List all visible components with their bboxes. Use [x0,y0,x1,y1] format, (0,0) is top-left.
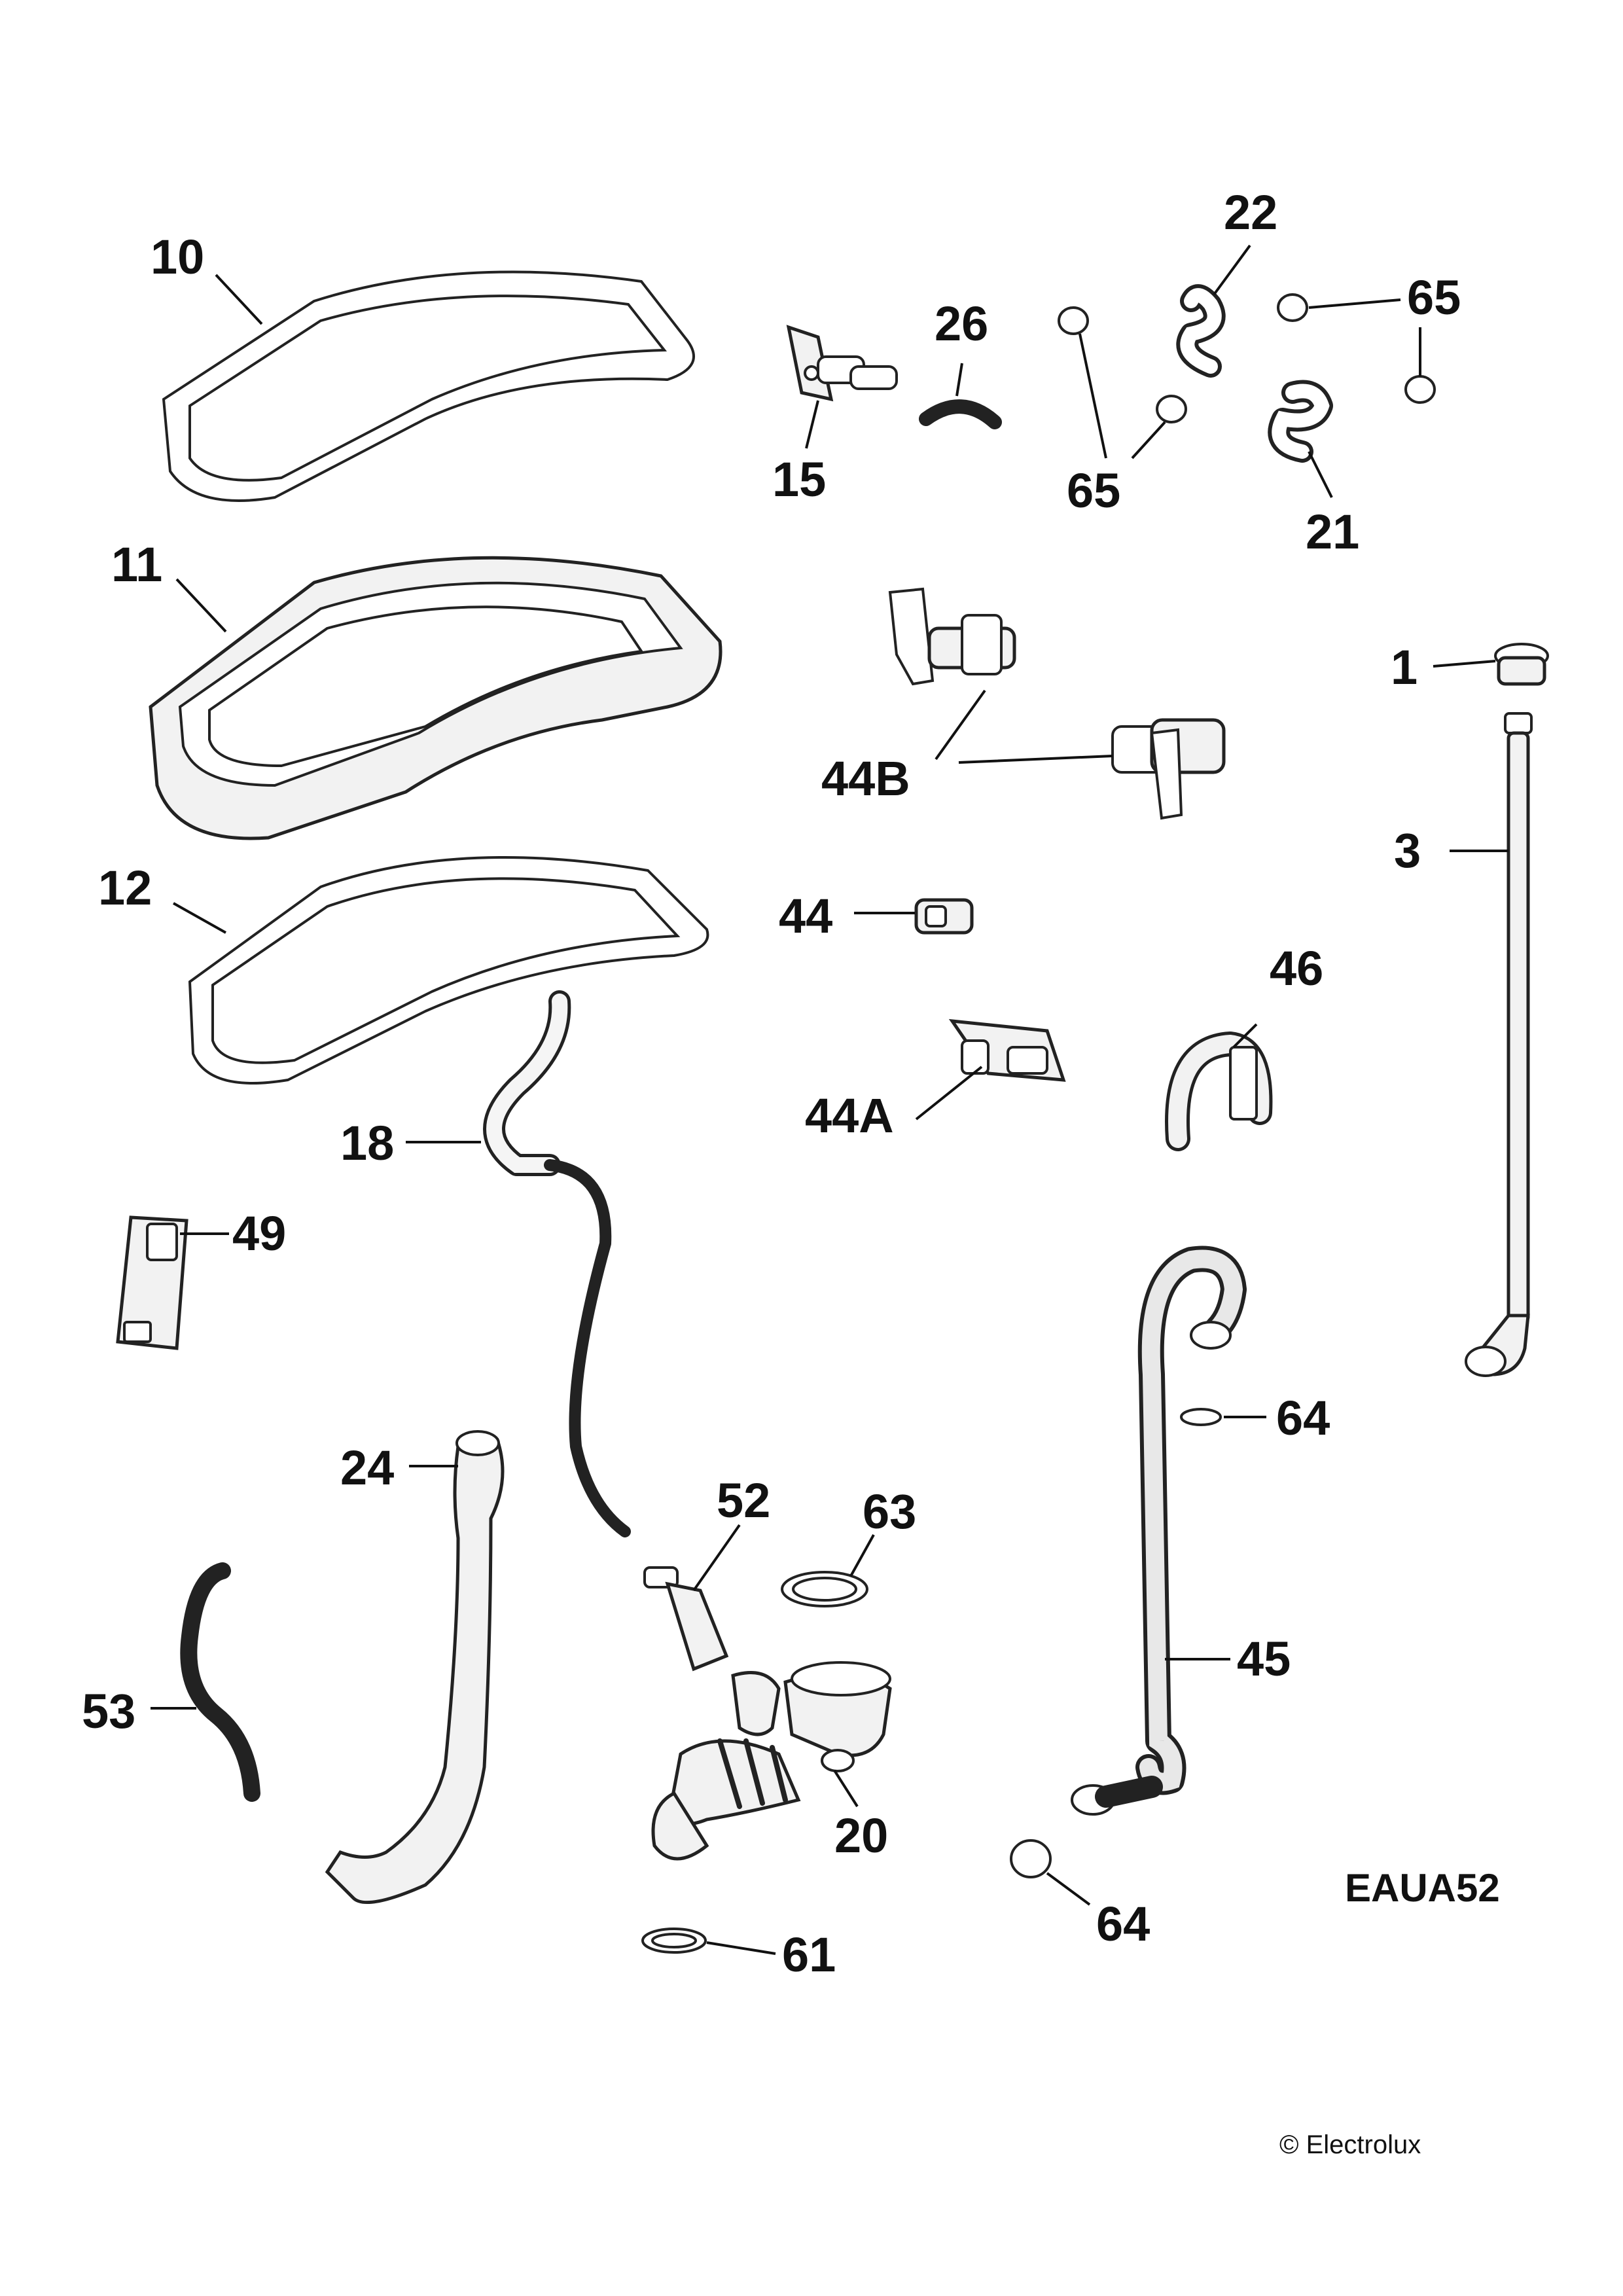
label-21: 21 [1306,505,1359,559]
leader-20 [833,1769,859,1808]
label-44B: 44B [821,751,910,806]
label-15: 15 [772,452,826,507]
label-53: 53 [82,1684,135,1738]
label-12: 12 [98,861,152,915]
leader-44A [915,1066,983,1121]
label-20: 20 [834,1808,888,1863]
part-44B-clips [888,587,1226,820]
part-65-clamps [1058,293,1436,423]
label-1: 1 [1391,640,1418,694]
part-18-hose [483,990,631,1537]
label-26: 26 [935,296,988,351]
part-49-bracket [116,1215,188,1350]
part-52-fitting [643,1566,729,1672]
label-11: 11 [111,537,162,592]
label-65-b: 65 [1407,270,1461,325]
part-44-clip [914,898,974,935]
leader-22 [1213,244,1251,296]
part-46-bracket [1165,1031,1273,1151]
leader-12 [173,902,226,934]
part-61-clamp [641,1928,707,1954]
part-21-hose [1268,380,1333,463]
label-18: 18 [340,1116,394,1170]
label-49: 49 [232,1206,286,1261]
leader-64b [1046,1872,1091,1906]
leader-46 [1232,1023,1258,1049]
label-46: 46 [1270,941,1323,996]
label-52: 52 [717,1473,770,1528]
part-44A-clip [948,1018,1066,1082]
leader-11 [175,578,227,633]
part-20-sump-hose [651,1661,892,1861]
label-44: 44 [779,889,832,943]
part-1-cap [1494,643,1549,686]
label-65-a: 65 [1067,463,1120,518]
label-45: 45 [1237,1632,1291,1686]
part-3-rod [1465,712,1533,1377]
label-24: 24 [340,1441,394,1495]
leader-26 [955,363,963,397]
leader-61 [706,1941,776,1955]
label-22: 22 [1224,185,1277,240]
part-22-hose [1176,284,1226,378]
leader-52 [692,1524,741,1592]
part-15-valve [786,325,898,402]
leader-63 [849,1534,875,1577]
part-26-hose [919,399,1002,429]
part-11-door-seal [149,556,722,840]
part-64-clamps [1010,1408,1222,1878]
leader-15 [805,400,819,449]
label-61: 61 [782,1928,836,1982]
part-12-seal-frame [188,856,709,1085]
drawing-code: EAUA52 [1345,1866,1500,1910]
part-24-duct [325,1430,505,1905]
label-44A: 44A [805,1088,894,1143]
leader-10 [215,274,263,325]
part-63-clamp [781,1571,868,1607]
label-64-b: 64 [1096,1897,1150,1951]
leader-65c [1308,298,1401,309]
leader-65a [1079,333,1107,459]
label-10: 10 [151,230,204,284]
leader-21 [1308,451,1333,498]
leader-65b [1131,421,1166,459]
label-64-a: 64 [1276,1391,1330,1445]
copyright: © Electrolux [1279,2130,1421,2159]
part-53-hose [180,1562,260,1802]
part-10-seal-frame [162,270,695,502]
part-45-drain-hose [1071,1246,1247,1816]
label-63: 63 [863,1484,916,1539]
label-3: 3 [1394,823,1421,878]
leader-1 [1433,660,1496,668]
leader-44B [935,689,1113,764]
